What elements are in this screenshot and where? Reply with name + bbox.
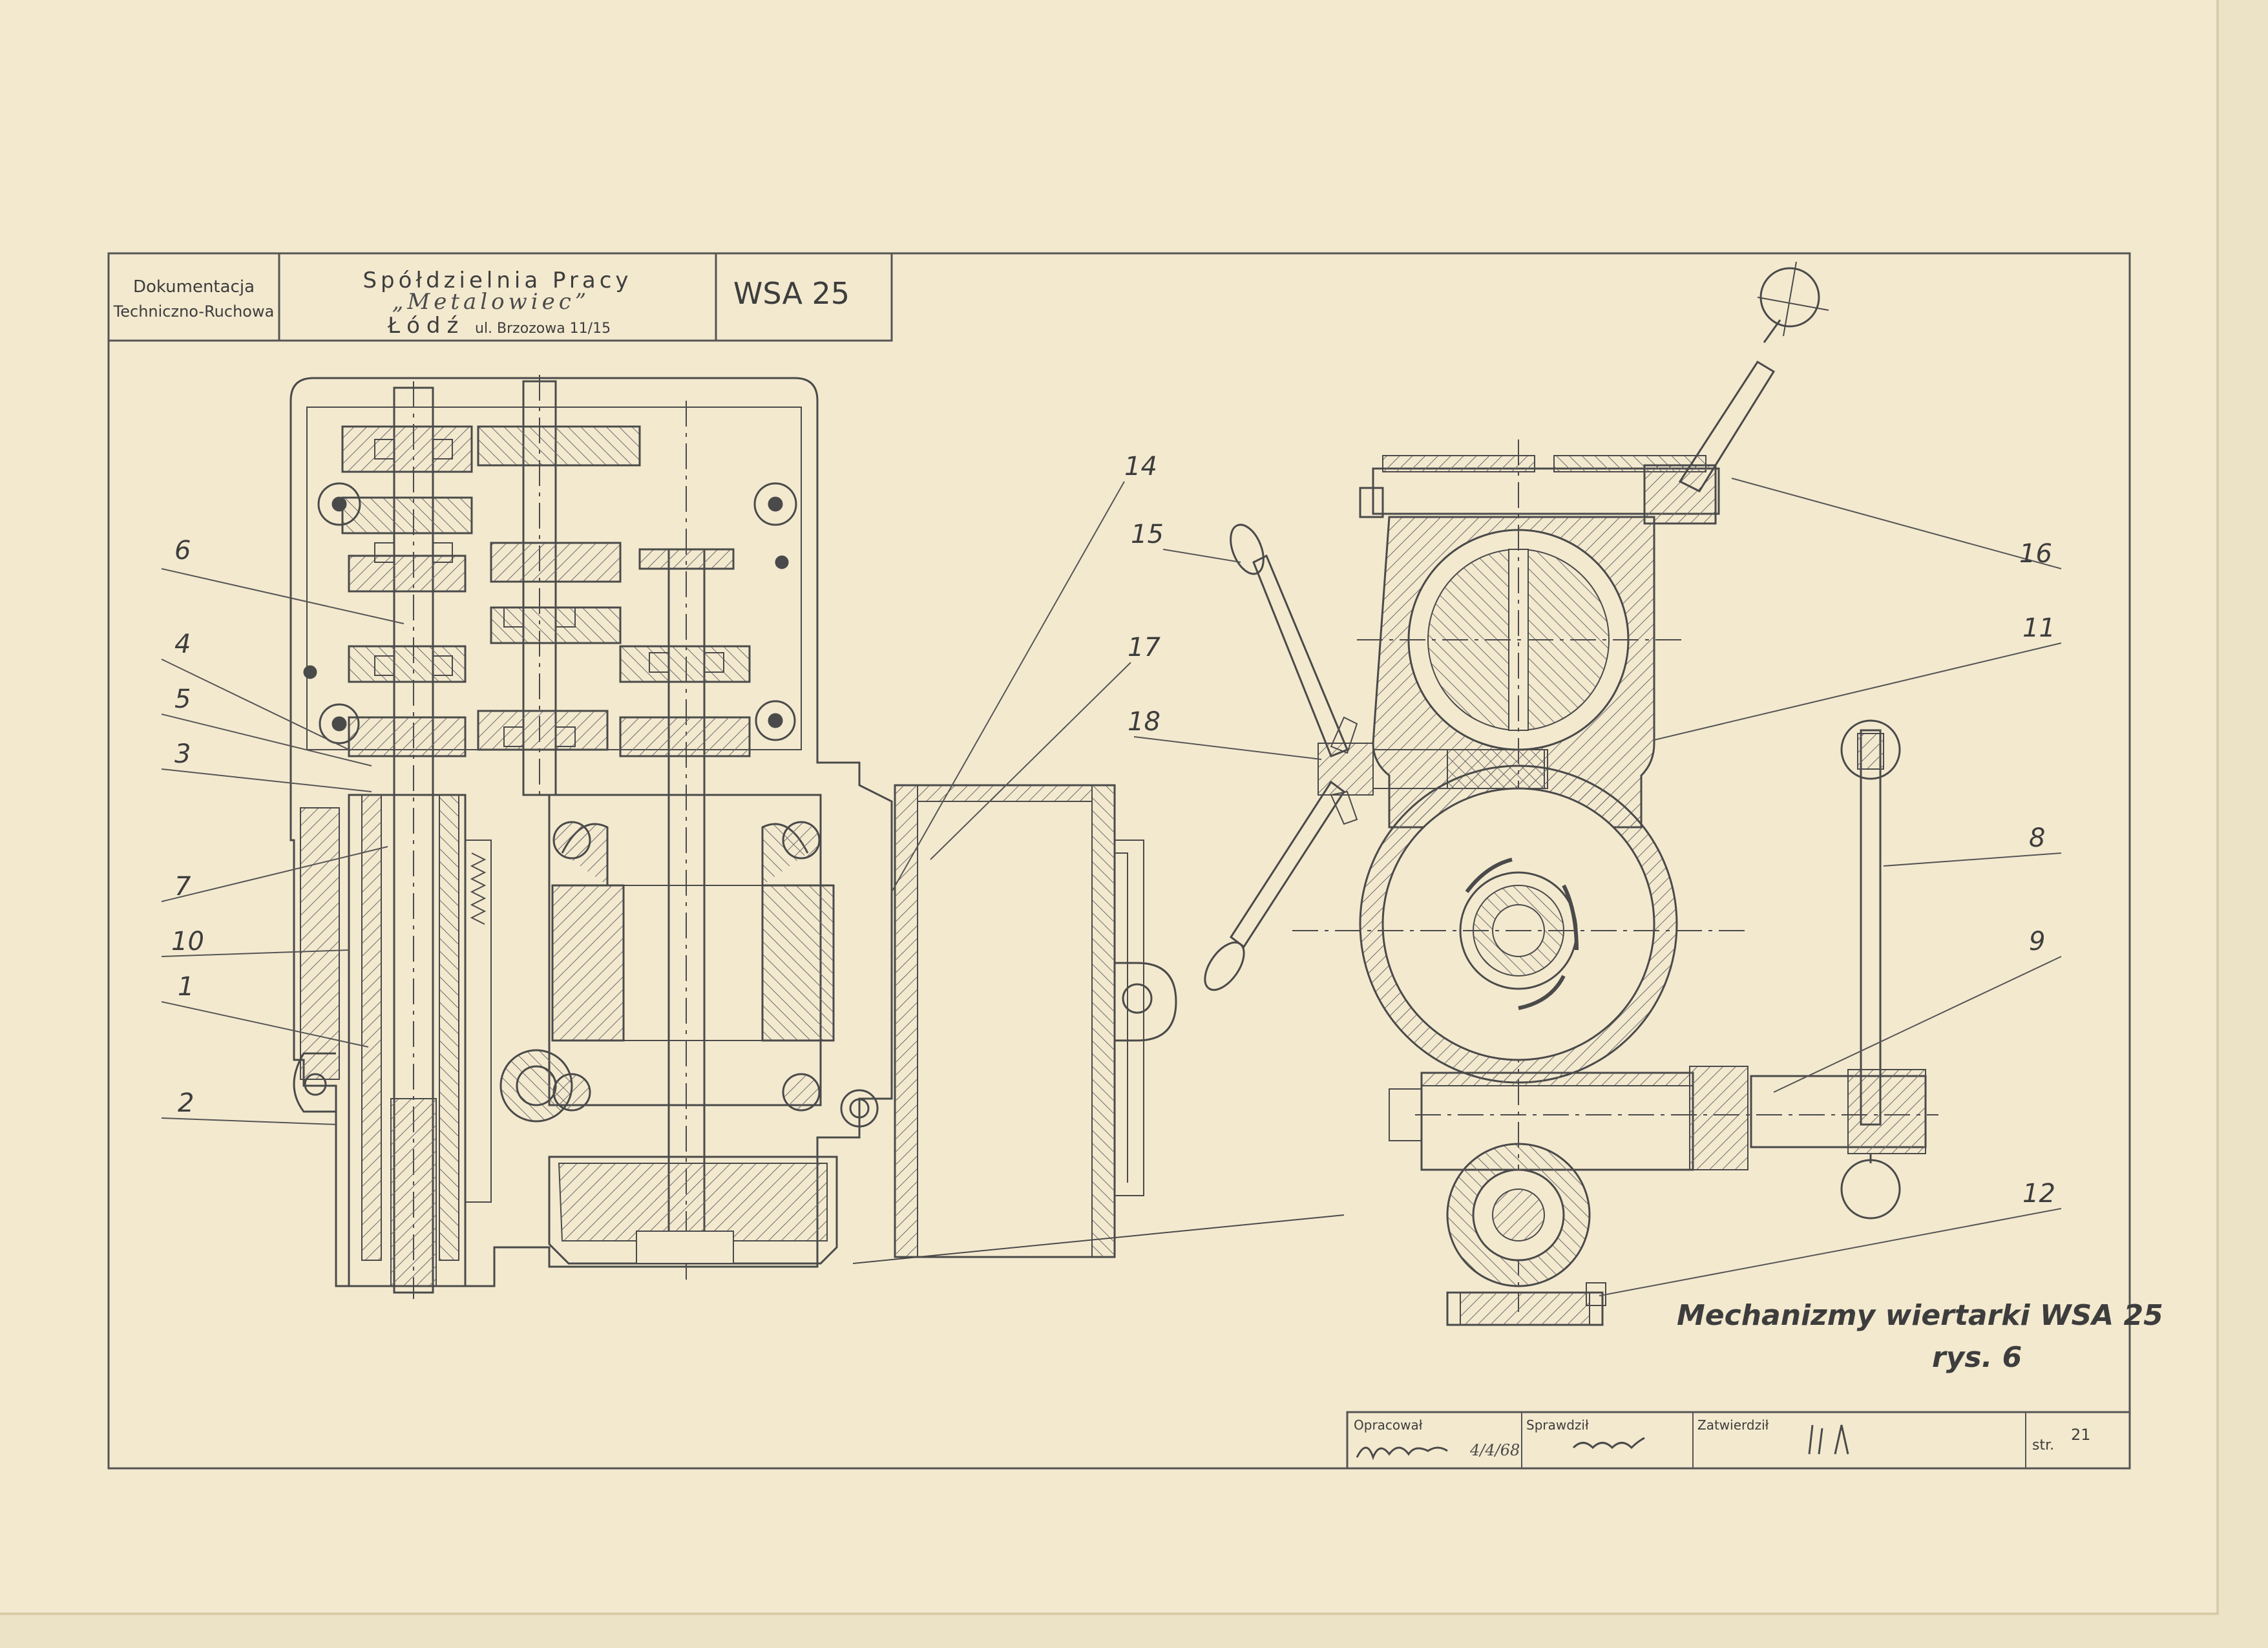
- label-7: 7: [174, 872, 191, 902]
- company-address: ul. Brzozowa 11/15: [475, 321, 611, 337]
- label-3: 3: [174, 739, 191, 769]
- company-line1: Spółdzielnia Pracy: [362, 268, 632, 293]
- dept-line2: Techniczno-Ruchowa: [113, 302, 275, 321]
- label-16: 16: [2019, 539, 2052, 569]
- label-14: 14: [1124, 452, 1157, 481]
- dept-line1: Dokumentacja: [133, 277, 255, 297]
- label-12: 12: [2022, 1179, 2055, 1209]
- page-label: str.: [2032, 1437, 2054, 1453]
- figure-number: rys. 6: [1932, 1341, 2022, 1374]
- approved-label: Zatwierdził: [1697, 1417, 1769, 1433]
- label-4: 4: [174, 629, 191, 659]
- page-number: 21: [2071, 1426, 2091, 1444]
- drawing-frame: [107, 252, 2131, 1470]
- prepared-date: 4/4/68: [1469, 1441, 1520, 1459]
- title-block: Dokumentacja Techniczno-Ruchowa Spółdzie…: [107, 252, 893, 342]
- label-6: 6: [174, 536, 191, 565]
- company-city: Łódź: [387, 313, 465, 339]
- gearbox-front-view: [1204, 261, 1938, 1326]
- label-9: 9: [2029, 927, 2045, 956]
- label-17: 17: [1128, 633, 1160, 662]
- prepared-signature: [1356, 1446, 1448, 1461]
- approved-signature: [1808, 1424, 1849, 1455]
- model-number: WSA 25: [733, 276, 850, 311]
- gearbox-section-view: [289, 375, 1345, 1299]
- drawing-caption: Mechanizmy wiertarki WSA 25: [1677, 1299, 2163, 1332]
- label-11: 11: [2022, 613, 2055, 643]
- label-15: 15: [1131, 520, 1164, 549]
- label-2: 2: [178, 1088, 194, 1118]
- checked-signature: [1572, 1437, 1645, 1450]
- company-line2: „Metalowiec”: [392, 289, 590, 315]
- approval-block: Opracował 4/4/68 Sprawdził Zatwierdził s…: [1346, 1411, 2131, 1470]
- label-1: 1: [178, 972, 194, 1002]
- part-labels: 6 4 5 3 7 10 1 2 14 15 17 18 16 11 8 9 1…: [171, 452, 2055, 1209]
- label-8: 8: [2029, 823, 2045, 853]
- checked-label: Sprawdził: [1526, 1417, 1589, 1433]
- prepared-label: Opracował: [1354, 1417, 1423, 1433]
- label-5: 5: [174, 684, 191, 714]
- leader-lines: [161, 478, 2062, 1296]
- label-10: 10: [171, 927, 204, 956]
- label-18: 18: [1128, 707, 1160, 737]
